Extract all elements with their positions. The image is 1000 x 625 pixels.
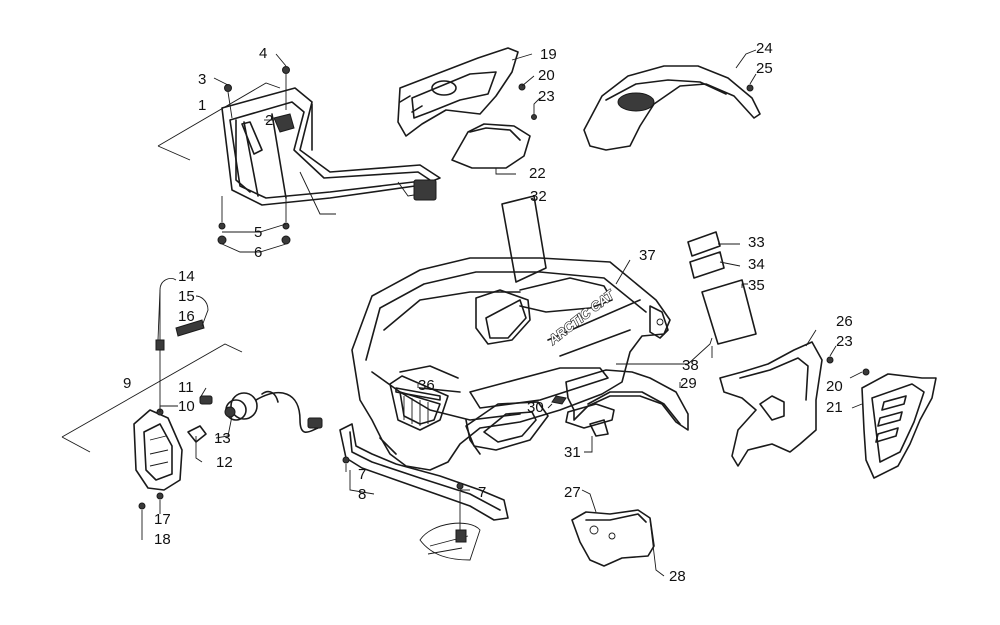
- callout-23-side: 23: [836, 333, 853, 350]
- callout-33: 33: [748, 234, 765, 251]
- callout-25: 25: [756, 60, 773, 77]
- callout-22: 22: [529, 165, 546, 182]
- callout-9: 9: [123, 375, 131, 392]
- callout-2: 2: [265, 112, 273, 129]
- callout-31: 31: [564, 444, 581, 461]
- callout-6: 6: [254, 244, 262, 261]
- callout-38: 38: [682, 357, 699, 374]
- callout-30: 30: [527, 399, 544, 416]
- dash-cover: [397, 47, 537, 169]
- callout-19: 19: [540, 46, 557, 63]
- callout-3: 3: [198, 71, 206, 88]
- grille: [395, 387, 441, 401]
- tow-hitch: [551, 395, 615, 437]
- callout-15: 15: [178, 288, 195, 305]
- callout-17: 17: [154, 511, 171, 528]
- callout-5: 5: [254, 224, 262, 241]
- callout-32: 32: [530, 188, 547, 205]
- callout-23-top: 23: [538, 88, 555, 105]
- skid-plate: [571, 509, 655, 567]
- callout-29: 29: [680, 375, 697, 392]
- front-bumper-bracket: [339, 423, 509, 561]
- callout-24: 24: [756, 40, 773, 57]
- callout-4: 4: [259, 45, 267, 62]
- callout-28: 28: [669, 568, 686, 585]
- front-rack: [157, 66, 441, 245]
- callout-20-side: 20: [826, 378, 843, 395]
- callout-34: 34: [748, 256, 765, 273]
- callout-13: 13: [214, 430, 231, 447]
- headlight-assembly: [61, 290, 323, 510]
- callout-18: 18: [154, 531, 171, 548]
- callout-36: 36: [418, 377, 435, 394]
- callout-7-left: 7: [358, 466, 366, 483]
- callout-7-right: 7: [478, 484, 486, 501]
- leader-lines: [141, 49, 863, 577]
- callout-labels: 1 2 3 4 5 6 7 7 8 9 10 11 12 13 14 15 16…: [123, 40, 853, 585]
- callout-20-top: 20: [538, 67, 555, 84]
- outer-side-panel: [861, 368, 937, 479]
- inner-side-panel: [719, 341, 834, 467]
- callout-35: 35: [748, 277, 765, 294]
- callout-16: 16: [178, 308, 195, 325]
- callout-26: 26: [836, 313, 853, 330]
- callout-21: 21: [826, 399, 843, 416]
- callout-10: 10: [178, 398, 195, 415]
- callout-1: 1: [198, 97, 206, 114]
- decal-panels: [501, 195, 757, 345]
- storage-cover: [583, 65, 761, 151]
- callout-37: 37: [639, 247, 656, 264]
- callout-11: 11: [178, 379, 194, 396]
- callout-14: 14: [178, 268, 195, 285]
- callout-27: 27: [564, 484, 581, 501]
- callout-8: 8: [358, 486, 366, 503]
- callout-12: 12: [216, 454, 233, 471]
